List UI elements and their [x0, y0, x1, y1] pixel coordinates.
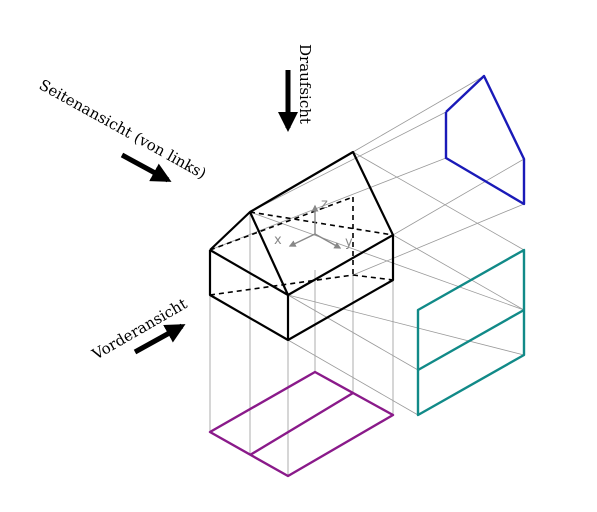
house-outline: [208, 150, 395, 342]
y-axis: [314, 233, 342, 249]
side-view-arrow: [120, 152, 172, 183]
x-axis-label: x: [274, 233, 282, 248]
top-view-outline: [208, 370, 395, 478]
top-view-label: Draufsicht: [296, 44, 314, 124]
side-view-outline: [444, 74, 526, 206]
x-axis: [288, 233, 316, 247]
front-view-outline: [416, 248, 526, 417]
side-view-label: Seitenansicht (von links): [36, 76, 209, 183]
front-view-arrow: [133, 323, 186, 355]
house-hidden-edges: [209, 196, 394, 296]
z-axis-label: z: [321, 197, 328, 212]
y-axis-label: y: [345, 235, 353, 250]
coordinate-axes: [288, 204, 342, 249]
